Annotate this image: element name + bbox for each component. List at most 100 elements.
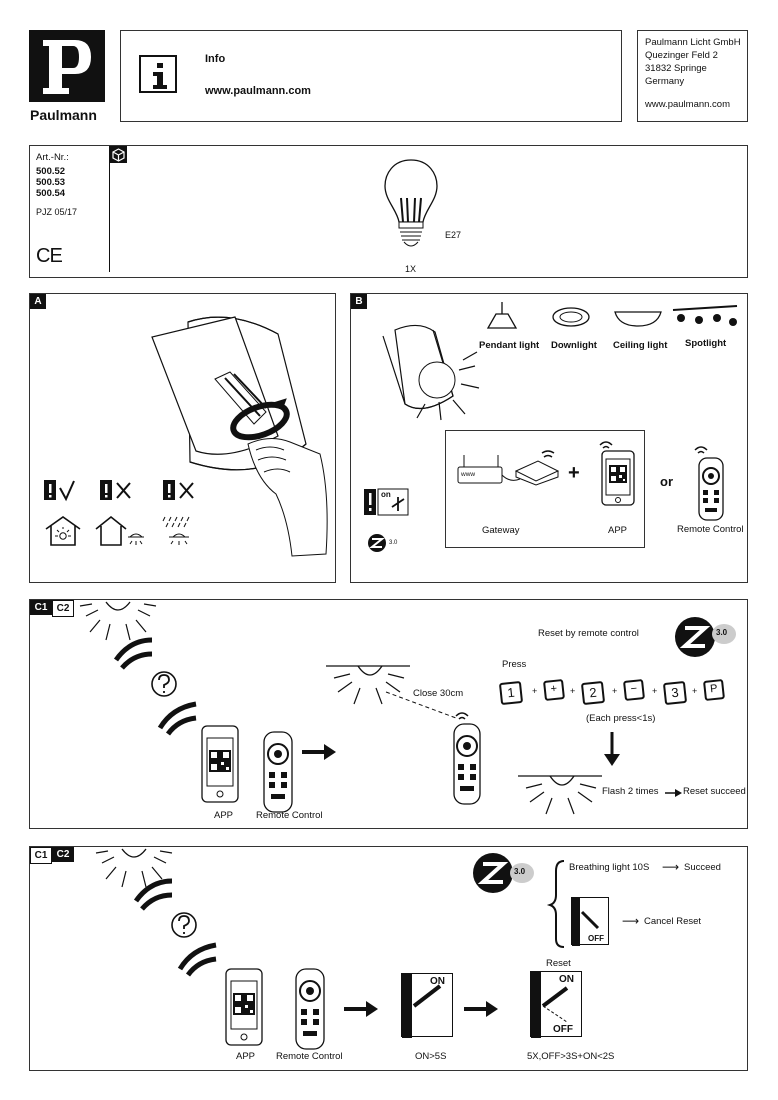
switch-reset-panel: ON OFF: [530, 971, 582, 1038]
package-icon: [110, 146, 127, 163]
c2-remote-label: Remote Control: [276, 1051, 343, 1062]
c2-zigbee-version-badge: [510, 863, 534, 883]
section-c1-badge-2: C2: [52, 600, 74, 617]
key-plus[interactable]: +: [543, 679, 565, 701]
reset-on-text: ON: [559, 974, 574, 985]
ceiling-lamp-rays-icon: [79, 601, 157, 641]
fixture-downlight-label: Downlight: [551, 340, 597, 351]
section-c2-badge-2: C2: [52, 847, 74, 862]
remote-control-icon: [694, 446, 724, 521]
router-www-label: www: [461, 471, 476, 478]
app-label: APP: [608, 525, 628, 536]
fixture-spotlight-label: Spotlight: [685, 338, 727, 349]
c2-zigbee-icon: [473, 853, 513, 893]
c2-ceiling-lamp-rays-icon: [95, 848, 173, 888]
section-c1-badge-1: C1: [30, 600, 52, 615]
art-number-1: 500.52: [36, 166, 66, 177]
switch-on-text: ON: [430, 976, 445, 987]
key-plus-sep: +: [692, 686, 698, 696]
signal-waves-icon: [113, 637, 197, 736]
section-b: B Pendant light Downlight Ceiling light …: [350, 293, 748, 583]
c1-close-remote-icon: [453, 712, 481, 805]
section-c2-badge-1: C1: [30, 847, 52, 864]
key-plus-sep: +: [652, 686, 658, 696]
breathing-label: Breathing light 10S: [569, 862, 650, 873]
gateway-icon: [501, 450, 560, 486]
key-1[interactable]: 1: [498, 680, 524, 706]
brace-icon: [546, 860, 565, 948]
spotlight-icon: [672, 305, 738, 326]
lamp-shade-illustration: [151, 316, 328, 557]
quantity-label: 1X: [405, 264, 417, 274]
product-code: PJZ 05/17: [36, 207, 78, 217]
succeed-label: Succeed: [684, 862, 721, 873]
flash-lamp-icon: [518, 775, 602, 815]
ceiling-light-icon: [614, 311, 662, 327]
divider: [109, 146, 110, 272]
c1-remote-control-icon: [263, 731, 293, 813]
key-plus-sep: +: [532, 686, 538, 696]
gateway-app-panel: www Gateway + APP: [445, 430, 645, 548]
key-3[interactable]: 3: [662, 680, 688, 706]
ce-mark: CE: [36, 245, 63, 267]
info-icon: [139, 55, 177, 93]
section-c1: C1 C2 APP Remote Control Close 30cm: [29, 599, 748, 829]
section-a: A: [29, 293, 336, 583]
c1-app-phone-icon: [201, 725, 239, 803]
key-sequence: 1 + + + 2 + − + 3 + P: [498, 678, 730, 708]
brand-name: Paulmann: [30, 107, 97, 123]
c2-signal-waves-icon: [133, 878, 217, 977]
press-label: Press: [502, 659, 527, 670]
cancel-reset-label: Cancel Reset: [644, 916, 702, 927]
router-icon: [457, 455, 503, 484]
section-c2: C1 C2 APP Remote Control ON ON>5S Reset …: [29, 846, 748, 1071]
c1-zigbee-version: 3.0: [716, 628, 728, 637]
brand-logo: [29, 30, 105, 102]
close-distance-label: Close 30cm: [413, 688, 464, 699]
c2-zigbee-version: 3.0: [514, 867, 526, 876]
street: Quezinger Feld 2: [645, 50, 718, 61]
key-p[interactable]: P: [703, 679, 725, 701]
indoor-ok-icon: [44, 479, 86, 502]
address-panel: Paulmann Licht GmbH Quezinger Feld 2 318…: [637, 30, 748, 122]
c1-arrow-right-icon: [302, 744, 336, 760]
switch-on-label: on: [381, 490, 391, 499]
art-label: Art.-Nr.:: [36, 152, 69, 163]
key-minus[interactable]: −: [623, 679, 645, 701]
c2-app-phone-icon: [225, 968, 263, 1046]
reset-off-text: OFF: [553, 1024, 573, 1035]
info-panel: Info www.paulmann.com: [120, 30, 622, 122]
switch-off-panel: OFF: [571, 897, 609, 946]
house-indoor-icon: [45, 516, 81, 546]
product-panel: Art.-Nr.: 500.52 500.53 500.54 PJZ 05/17…: [29, 145, 748, 278]
c2-app-label: APP: [236, 1051, 256, 1062]
outdoor-not-ok-icon: [163, 479, 205, 501]
zigbee-icon: [368, 534, 386, 552]
address-url[interactable]: www.paulmann.com: [645, 99, 731, 110]
c1-arrow-down-icon: [604, 732, 620, 766]
rain-outdoor-icon: [162, 516, 190, 545]
remote-control-label: Remote Control: [677, 524, 744, 535]
cancel-arrow: ⟶: [622, 914, 640, 928]
reset-title: Reset by remote control: [538, 628, 639, 639]
info-title: Info: [205, 53, 226, 65]
switch-on-icon: [364, 487, 409, 517]
flash-arrow-icon: [665, 789, 682, 797]
info-url[interactable]: www.paulmann.com: [205, 85, 311, 97]
brand-p-icon: [43, 40, 91, 94]
city: 31832 Springe: [645, 63, 707, 74]
switch-on-panel: ON: [401, 973, 453, 1038]
switch-off-text: OFF: [588, 934, 604, 943]
pendant-light-icon: [486, 302, 518, 329]
c2-remote-control-icon: [295, 968, 325, 1050]
flash-label: Flash 2 times: [602, 786, 659, 797]
each-press-label: (Each press<1s): [586, 713, 656, 724]
reset-label: Reset: [546, 958, 571, 969]
key-2[interactable]: 2: [580, 680, 606, 706]
zigbee-version: 3.0: [389, 540, 398, 546]
key-plus-sep: +: [570, 686, 576, 696]
app-phone-icon: [599, 441, 635, 506]
reset-succeed-label: Reset succeed: [683, 786, 746, 797]
house-covered-icon: [95, 515, 144, 546]
lamp-glow-illustration: [382, 324, 480, 421]
